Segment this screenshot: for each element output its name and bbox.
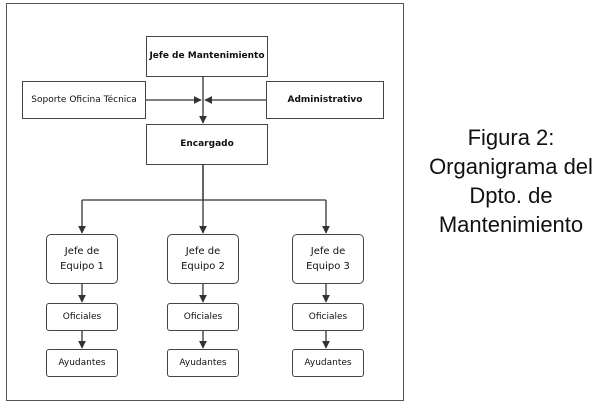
- node-oficiales-2: Oficiales: [167, 303, 239, 331]
- node-oficiales-1: Oficiales: [46, 303, 118, 331]
- diagram-frame: [6, 3, 404, 401]
- node-label: Oficiales: [183, 311, 223, 322]
- node-label: Ayudantes: [179, 357, 227, 368]
- node-label-line: Equipo 2: [181, 261, 225, 272]
- node-ayudantes-2: Ayudantes: [167, 349, 239, 377]
- caption-line: Organigrama del: [429, 154, 593, 179]
- node-label-line: Jefe de: [185, 246, 221, 257]
- node-label: Jefe de Mantenimiento: [149, 51, 265, 61]
- node-label: Oficiales: [62, 311, 102, 322]
- node-oficiales-3: Oficiales: [292, 303, 364, 331]
- node-label: Oficiales: [308, 311, 348, 322]
- node-label-line: Jefe de: [64, 246, 100, 257]
- caption-line: Figura 2:: [467, 125, 555, 150]
- node-jefe-equipo-2: Jefe de Equipo 2: [167, 234, 239, 284]
- node-jefe-equipo-1: Jefe de Equipo 1: [46, 234, 118, 284]
- node-ayudantes-3: Ayudantes: [292, 349, 364, 377]
- caption-line: Mantenimiento: [438, 212, 584, 237]
- node-jefe-equipo-3: Jefe de Equipo 3: [292, 234, 364, 284]
- node-label-line: Jefe de: [310, 246, 346, 257]
- figure-caption: Figura 2: Organigrama del Dpto. de Mante…: [416, 123, 600, 239]
- node-label: Encargado: [180, 139, 234, 149]
- node-label: Ayudantes: [304, 357, 352, 368]
- node-label-line: Equipo 3: [306, 261, 350, 272]
- node-administrativo: Administrativo: [266, 81, 384, 119]
- caption-line: Dpto. de: [469, 183, 553, 208]
- node-label: Ayudantes: [58, 357, 106, 368]
- node-soporte-oficina-tecnica: Soporte Oficina Técnica: [22, 81, 146, 119]
- node-label: Soporte Oficina Técnica: [31, 94, 137, 105]
- node-ayudantes-1: Ayudantes: [46, 349, 118, 377]
- node-label: Administrativo: [287, 94, 363, 105]
- node-jefe-mantenimiento: Jefe de Mantenimiento: [146, 36, 268, 77]
- node-label-line: Equipo 1: [60, 261, 104, 272]
- node-encargado: Encargado: [146, 124, 268, 165]
